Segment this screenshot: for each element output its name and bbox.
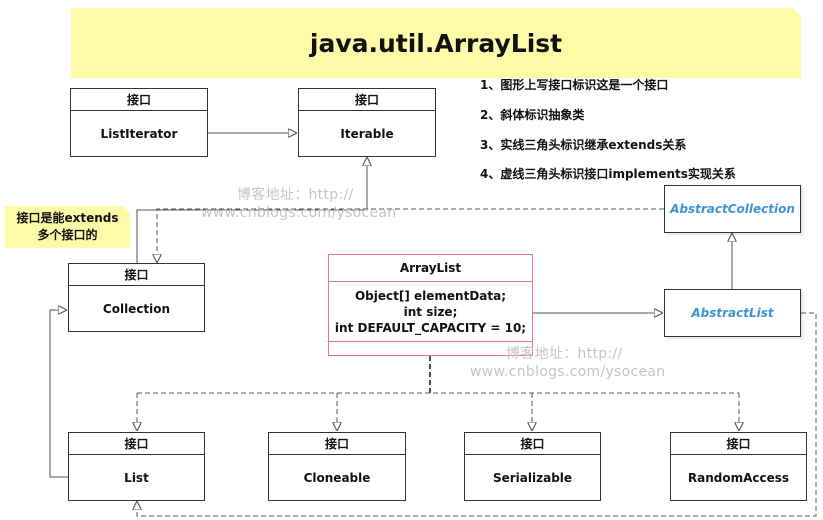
- interface-cloneable: 接口 Cloneable: [268, 432, 406, 501]
- legend-item-3: 3、实线三角头标识继承extends关系: [480, 138, 687, 152]
- field-size: int size;: [403, 304, 458, 319]
- interface-name: Cloneable: [303, 470, 371, 485]
- edge-collection-iterable: [136, 157, 367, 263]
- legend-item-2: 2、斜体标识抽象类: [480, 108, 585, 122]
- class-name: ArrayList: [329, 255, 532, 282]
- side-note-line-1: 接口是能extends: [16, 211, 119, 225]
- stereotype-label: 接口: [69, 433, 204, 455]
- interface-name: Serializable: [492, 470, 573, 485]
- interface-name: RandomAccess: [687, 470, 790, 485]
- interface-collection: 接口 Collection: [68, 263, 205, 332]
- edge-list-collection: [49, 310, 68, 478]
- field-default-capacity: int DEFAULT_CAPACITY = 10;: [334, 320, 527, 335]
- abstract-class-abstractlist: AbstractList: [664, 289, 801, 337]
- diagram-title: java.util.ArrayList: [309, 28, 563, 58]
- interface-name: Iterable: [340, 126, 394, 141]
- edge-abstractlist-list: [137, 312, 817, 517]
- watermark-2-line-1: 博客地址：http://: [506, 346, 623, 362]
- interface-name: Collection: [102, 301, 171, 316]
- class-arraylist: ArrayList Object[] elementData; int size…: [328, 254, 533, 356]
- side-note-line-2: 多个接口的: [37, 228, 98, 242]
- side-note: 接口是能extends 多个接口的: [5, 206, 130, 248]
- field-element-data: Object[] elementData;: [354, 288, 507, 303]
- title-note: java.util.ArrayList: [71, 8, 801, 78]
- interface-name: List: [124, 470, 149, 485]
- class-fields: Object[] elementData; int size; int DEFA…: [329, 282, 532, 342]
- stereotype-label: 接口: [671, 433, 806, 455]
- stereotype-label: 接口: [69, 264, 204, 286]
- watermark-1-line-2: www.cnblogs.com/ysocean: [201, 205, 397, 221]
- interface-listiterator: 接口 ListIterator: [70, 88, 208, 157]
- watermark-2-line-2: www.cnblogs.com/ysocean: [470, 364, 666, 380]
- edge-abstractcollection-collection: [157, 208, 664, 263]
- interface-name: ListIterator: [100, 126, 178, 141]
- abstract-class-name: AbstractCollection: [670, 202, 795, 216]
- stereotype-label: 接口: [71, 89, 207, 111]
- abstract-class-abstractcollection: AbstractCollection: [664, 185, 801, 233]
- interface-iterable: 接口 Iterable: [298, 88, 436, 157]
- interface-serializable: 接口 Serializable: [464, 432, 601, 501]
- stereotype-label: 接口: [465, 433, 600, 455]
- interface-list: 接口 List: [68, 432, 205, 501]
- stereotype-label: 接口: [269, 433, 405, 455]
- legend-item-4: 4、虚线三角头标识接口implements实现关系: [480, 167, 736, 181]
- stereotype-label: 接口: [299, 89, 435, 111]
- abstract-class-name: AbstractList: [691, 306, 774, 320]
- interface-randomaccess: 接口 RandomAccess: [670, 432, 807, 501]
- watermark-1-line-1: 博客地址：http://: [237, 187, 354, 203]
- legend-item-1: 1、图形上写接口标识这是一个接口: [480, 78, 669, 92]
